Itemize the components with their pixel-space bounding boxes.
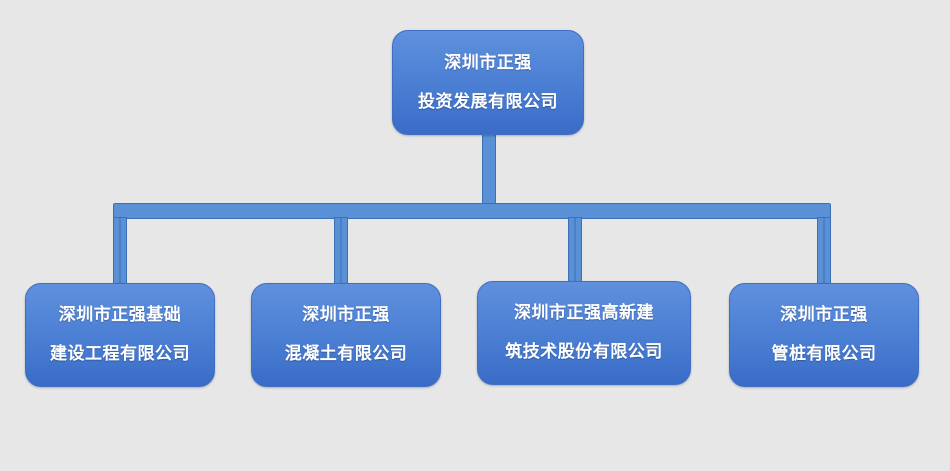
child-connector-1 [113,217,127,285]
child-node-3: 深圳市正强高新建 筑技术股份有限公司 [477,281,691,385]
root-connector [482,134,496,204]
child-connector-2 [334,217,348,285]
child-node-3-line2: 筑技术股份有限公司 [505,342,663,362]
child-connector-4 [817,217,831,285]
child-node-2-line2: 混凝土有限公司 [284,344,408,364]
root-node: 深圳市正强 投资发展有限公司 [392,30,584,135]
child-node-3-line1: 深圳市正强高新建 [514,303,654,323]
child-node-1-line1: 深圳市正强基础 [58,305,182,325]
child-node-2: 深圳市正强 混凝土有限公司 [251,283,441,387]
child-node-4-line2: 管桩有限公司 [771,344,877,364]
root-node-line1: 深圳市正强 [444,52,532,73]
child-node-4-line1: 深圳市正强 [780,305,868,325]
root-node-line2: 投资发展有限公司 [418,91,558,112]
child-connector-3 [568,217,582,283]
horizontal-bus-connector [113,203,831,219]
child-node-4: 深圳市正强 管桩有限公司 [729,283,919,387]
child-node-1: 深圳市正强基础 建设工程有限公司 [25,283,215,387]
child-node-1-line2: 建设工程有限公司 [50,344,190,364]
child-node-2-line1: 深圳市正强 [302,305,390,325]
